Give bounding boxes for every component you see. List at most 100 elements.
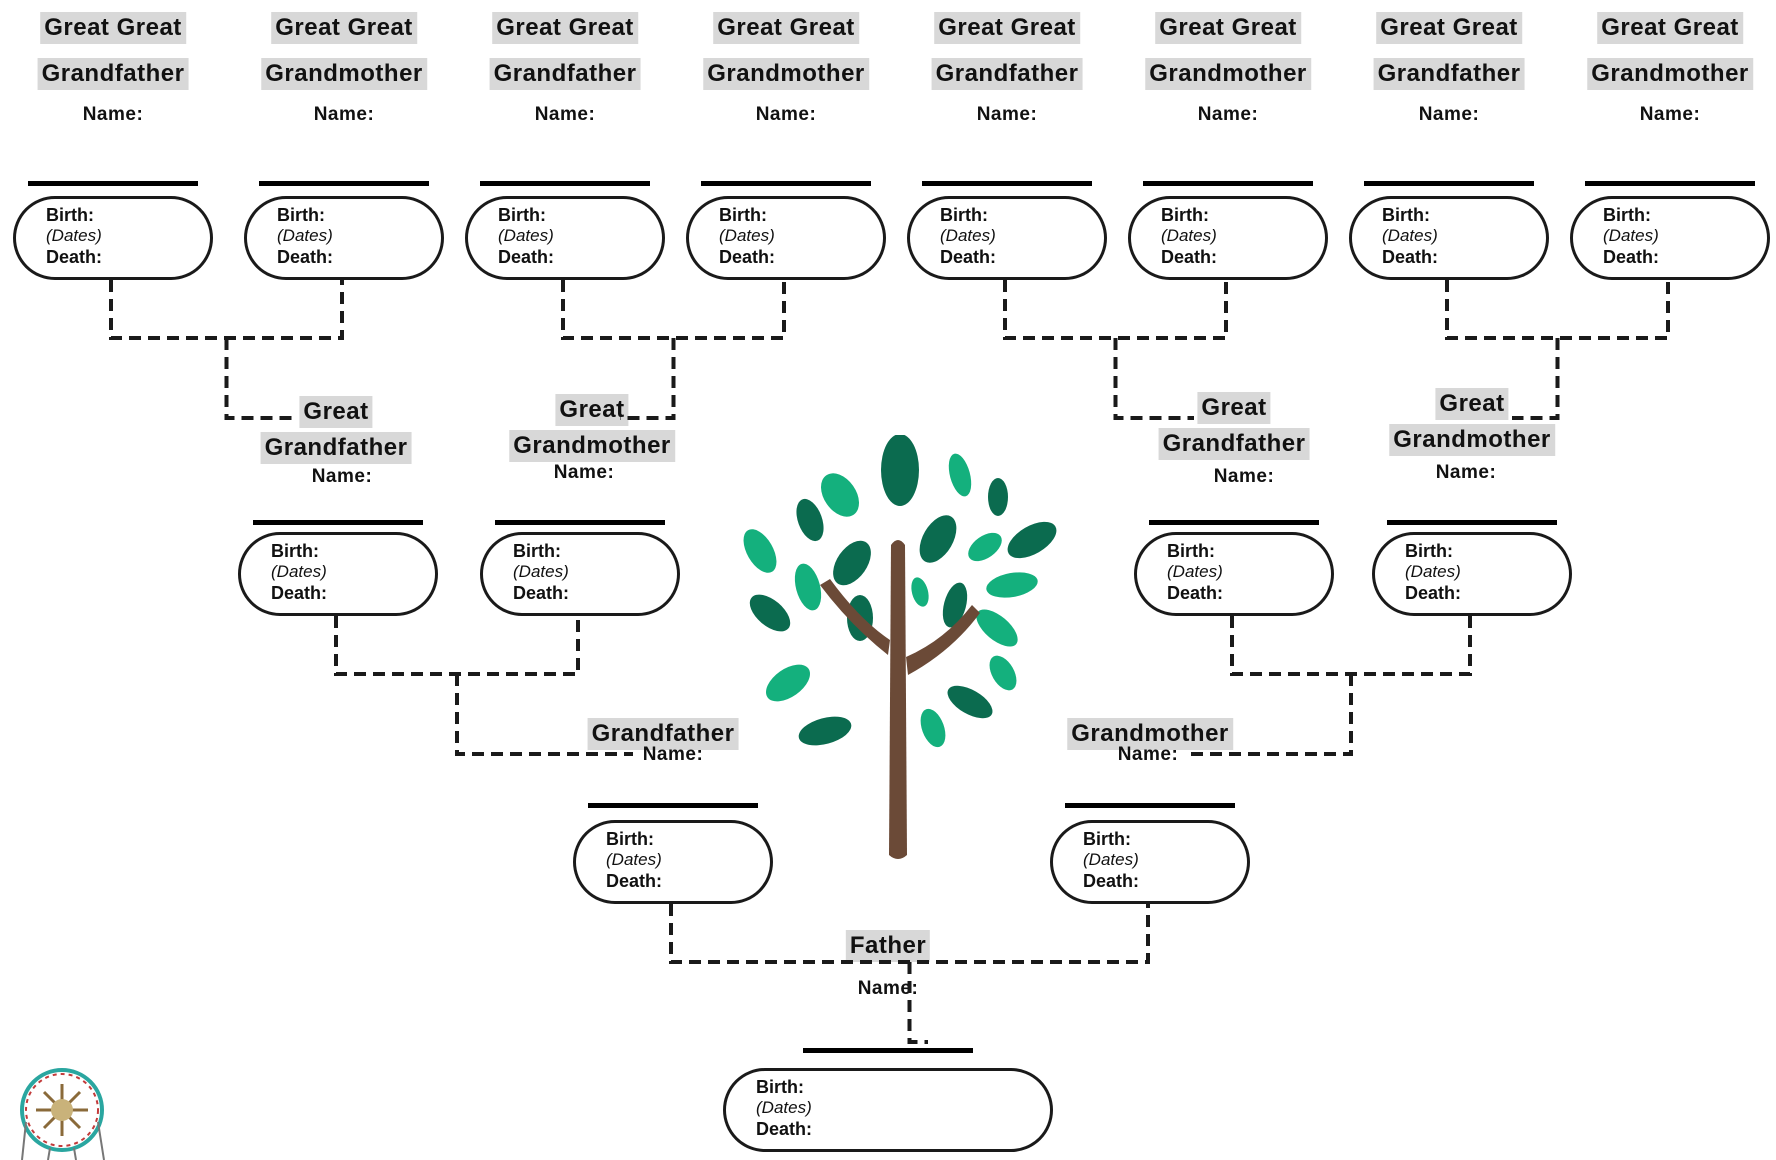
name-label: Name: — [1435, 462, 1497, 483]
person-card[interactable]: Birth:(Dates) Death: — [465, 196, 665, 280]
person-card[interactable]: Birth:(Dates)Death: — [13, 196, 213, 280]
death-label: Death: — [1603, 247, 1660, 267]
dates-placeholder: (Dates) — [756, 1098, 812, 1117]
person-card[interactable]: Birth:(Dates)Death: — [1134, 532, 1334, 616]
relation-label: Grandfather — [489, 58, 641, 90]
name-entry-line[interactable] — [588, 803, 758, 808]
death-label: Death: — [940, 247, 997, 267]
tree-trunk — [820, 540, 980, 859]
dates-placeholder: (Dates) — [1161, 226, 1217, 245]
death-label: Death: — [1405, 583, 1462, 603]
name-label: Name: — [976, 104, 1038, 125]
tree-icon — [743, 435, 1057, 859]
connector-line — [109, 280, 344, 340]
person-card[interactable]: Birth:(Dates)Death: — [480, 532, 680, 616]
dreamcatcher-icon — [20, 1068, 105, 1160]
birth-label: Birth: — [756, 1077, 804, 1097]
relation-label: Great Great — [1155, 12, 1301, 44]
name-entry-line[interactable] — [253, 520, 423, 525]
relation-label: Grandmother — [1587, 58, 1753, 90]
connector-line — [620, 338, 676, 420]
dates-placeholder: (Dates) — [719, 226, 775, 245]
relation-label: Grandmother — [261, 58, 427, 90]
relation-label: Grandfather — [1158, 428, 1310, 460]
death-label: Death: — [1382, 247, 1439, 267]
death-label: Death: — [1083, 871, 1140, 891]
name-entry-line[interactable] — [1387, 520, 1557, 525]
person-card[interactable]: Birth:(Dates)Death: — [244, 196, 444, 280]
birth-label: Birth: — [1382, 205, 1430, 225]
person-card[interactable]: Birth:(Dates) Death: — [1050, 820, 1250, 904]
name-label: Name: — [1117, 744, 1179, 765]
death-label: Death: — [498, 247, 555, 267]
relation-label: Great Great — [271, 12, 417, 44]
death-label: Death: — [719, 247, 776, 267]
relation-label: Grandmother — [509, 430, 675, 462]
person-card[interactable]: Birth:(Dates)Death: — [573, 820, 773, 904]
connector-line — [1003, 280, 1228, 340]
relation-label: Great — [299, 396, 373, 428]
birth-label: Birth: — [498, 205, 546, 225]
connector-line — [455, 674, 633, 756]
name-entry-line[interactable] — [495, 520, 665, 525]
name-label: Name: — [755, 104, 817, 125]
name-entry-line[interactable] — [1065, 803, 1235, 808]
relation-label: Great — [555, 394, 629, 426]
dates-placeholder: (Dates) — [271, 562, 327, 581]
relation-label: Great Great — [40, 12, 186, 44]
connector-line — [334, 616, 580, 676]
name-label: Name: — [1213, 466, 1275, 487]
birth-label: Birth: — [1603, 205, 1651, 225]
name-entry-line[interactable] — [480, 181, 650, 186]
relation-label: Great — [1197, 392, 1271, 424]
name-entry-line[interactable] — [28, 181, 198, 186]
relation-label: Grandfather — [931, 58, 1083, 90]
name-label: Name: — [1639, 104, 1701, 125]
death-label: Death: — [277, 247, 334, 267]
name-label: Name: — [311, 466, 373, 487]
name-entry-line[interactable] — [701, 181, 871, 186]
dates-placeholder: (Dates) — [1167, 562, 1223, 581]
person-card[interactable]: Birth:(Dates)Death: — [1349, 196, 1549, 280]
name-label: Name: — [857, 978, 919, 999]
death-label: Death: — [46, 247, 103, 267]
name-entry-line[interactable] — [1143, 181, 1313, 186]
person-card[interactable]: Birth:(Dates)Death: — [1372, 532, 1572, 616]
person-card[interactable]: Birth:(Dates)Death: — [686, 196, 886, 280]
connector-line — [561, 280, 786, 340]
birth-label: Birth: — [271, 541, 319, 561]
relation-label: Great Great — [934, 12, 1080, 44]
relation-label: Grandmother — [1067, 718, 1233, 750]
tree-leaves — [743, 435, 1057, 748]
death-label: Death: — [513, 583, 570, 603]
name-label: Name: — [642, 744, 704, 765]
birth-label: Birth: — [1167, 541, 1215, 561]
dates-placeholder: (Dates) — [46, 226, 102, 245]
person-card[interactable]: Birth:(Dates)Death: — [1570, 196, 1770, 280]
name-entry-line[interactable] — [803, 1048, 973, 1053]
birth-label: Birth: — [1161, 205, 1209, 225]
name-entry-line[interactable] — [1149, 520, 1319, 525]
dates-placeholder: (Dates) — [498, 226, 554, 245]
connector-line — [1230, 616, 1472, 676]
name-entry-line[interactable] — [922, 181, 1092, 186]
connector-line — [224, 338, 298, 420]
death-label: Death: — [1161, 247, 1218, 267]
person-card[interactable]: Birth:(Dates)Death: — [723, 1068, 1053, 1152]
person-card[interactable]: Birth:(Dates)Death: — [238, 532, 438, 616]
name-entry-line[interactable] — [259, 181, 429, 186]
relation-label: Grandmother — [1145, 58, 1311, 90]
connector-line — [1445, 280, 1670, 340]
name-entry-line[interactable] — [1585, 181, 1755, 186]
relation-label: Great Great — [1376, 12, 1522, 44]
birth-label: Birth: — [606, 829, 654, 849]
person-card[interactable]: Birth:(Dates)Death: — [907, 196, 1107, 280]
birth-label: Birth: — [1083, 829, 1131, 849]
connector-line — [669, 904, 1150, 964]
name-entry-line[interactable] — [1364, 181, 1534, 186]
relation-label: Grandmother — [703, 58, 869, 90]
dates-placeholder: (Dates) — [1083, 850, 1139, 869]
person-card[interactable]: Birth:(Dates) Death: — [1128, 196, 1328, 280]
relation-label: Great — [1435, 388, 1509, 420]
